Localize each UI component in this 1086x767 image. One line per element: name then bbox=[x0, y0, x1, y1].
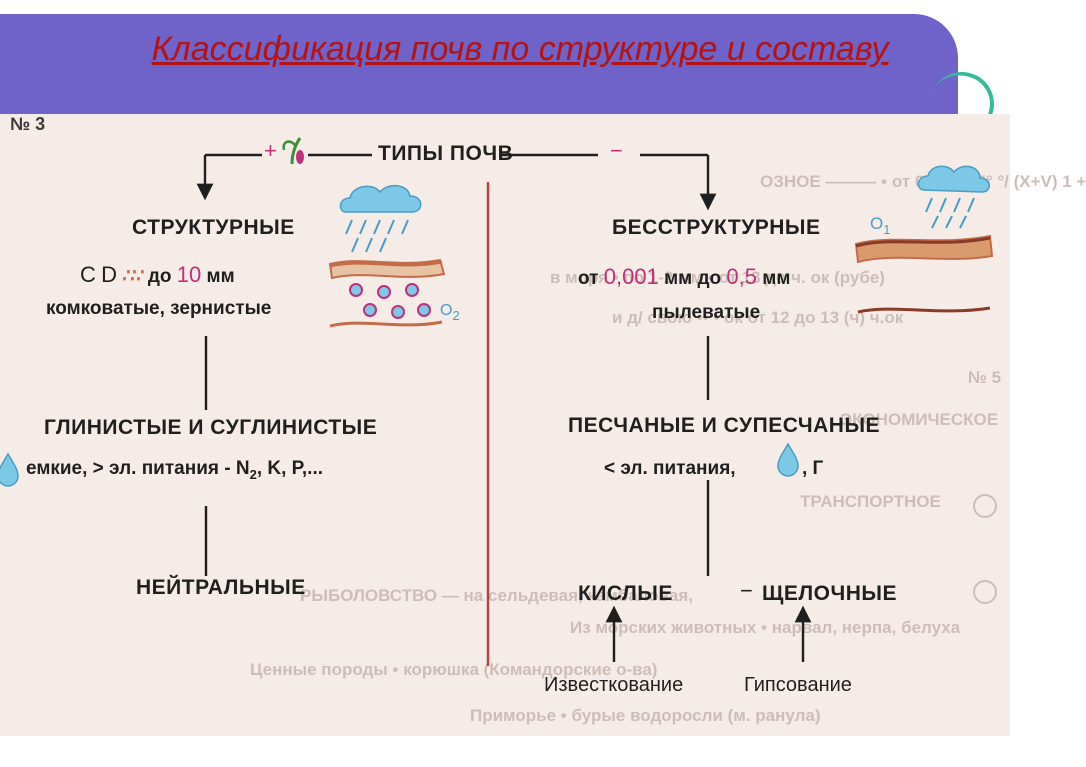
structureless-kind: пылеватые bbox=[652, 302, 761, 323]
particles-icon: ∴∵ bbox=[122, 266, 144, 287]
faded-line: № 5 bbox=[968, 368, 1002, 387]
page-number: № 3 bbox=[10, 114, 46, 134]
sandy-label: ПЕСЧАНЫЕ И СУПЕСЧАНЫЕ bbox=[568, 414, 881, 437]
faded-line: ТРАНСПОРТНОЕ bbox=[800, 492, 941, 511]
dash-sign: − bbox=[740, 578, 753, 603]
alkaline-label: ЩЕЛОЧНЫЕ bbox=[762, 582, 897, 605]
gypsum-label: Гипсование bbox=[744, 674, 852, 696]
oxygen-label-right: O1 bbox=[870, 214, 891, 237]
neutral-label: НЕЙТРАЛЬНЫЕ bbox=[136, 576, 306, 599]
sandy-g: , Г bbox=[802, 458, 824, 479]
clay-description: емкие, > эл. питания - N2, K, P,... bbox=[26, 458, 324, 482]
sprout-icon bbox=[282, 137, 304, 165]
structured-soil-icon bbox=[328, 258, 446, 328]
rain-cloud-icon bbox=[917, 165, 990, 229]
clay-label: ГЛИНИСТЫЕ И СУГЛИНИСТЫЕ bbox=[44, 416, 378, 439]
oxygen-label-left: O2 bbox=[440, 302, 460, 323]
compact-soil-icon bbox=[854, 234, 994, 314]
liming-label: Известкование bbox=[544, 674, 684, 696]
structured-label: СТРУКТУРНЫЕ bbox=[132, 216, 295, 239]
title-banner bbox=[0, 14, 958, 124]
structureless-label: БЕССТРУКТУРНЫЕ bbox=[612, 216, 821, 239]
faded-line: и д/ свою •• • ок от 12 до 13 (ч) ч.ок bbox=[612, 308, 904, 327]
minus-sign: − bbox=[610, 138, 623, 163]
plus-sign: + bbox=[264, 138, 277, 163]
diagram-lines bbox=[0, 137, 997, 666]
faded-line: Ценные породы • корюшка (Командорские о-… bbox=[250, 660, 658, 679]
soil-types-label: ТИПЫ ПОЧВ bbox=[378, 142, 514, 165]
water-drop-icon bbox=[777, 442, 799, 477]
scanned-diagram: № 3 ОЗНОЕ ——— • от 0°до+1,5° °/ (Х+V) 1 … bbox=[0, 114, 1086, 736]
structureless-size: от 0,001 мм до 0,5 мм bbox=[578, 264, 791, 289]
structured-kinds: комковатые, зернистые bbox=[46, 298, 272, 319]
slide-title: Классификация почв по структуре и состав… bbox=[151, 30, 889, 68]
slide: Классификация почв по структуре и состав… bbox=[0, 14, 1086, 736]
structured-size: С D ∴∵ до 10 мм bbox=[80, 262, 235, 287]
water-drop-icon bbox=[0, 452, 19, 487]
faded-line: ЭКОНОМИЧЕСКОЕ bbox=[840, 410, 999, 429]
faded-line: Из морских животных • нарвал, нерпа, бел… bbox=[570, 618, 961, 637]
rain-cloud-icon bbox=[339, 184, 422, 253]
faded-line: РЫБОЛОВСТВО — на сельдевая, камбаловая, bbox=[300, 586, 693, 605]
faded-line: Приморье • бурые водоросли (м. ранула) bbox=[470, 706, 821, 725]
acidic-label: КИСЛЫЕ bbox=[578, 582, 673, 605]
faded-line: в моря • по 1-2 мм • от 13 до ч. ок (руб… bbox=[550, 268, 885, 287]
sandy-description: < эл. питания, bbox=[604, 458, 736, 479]
